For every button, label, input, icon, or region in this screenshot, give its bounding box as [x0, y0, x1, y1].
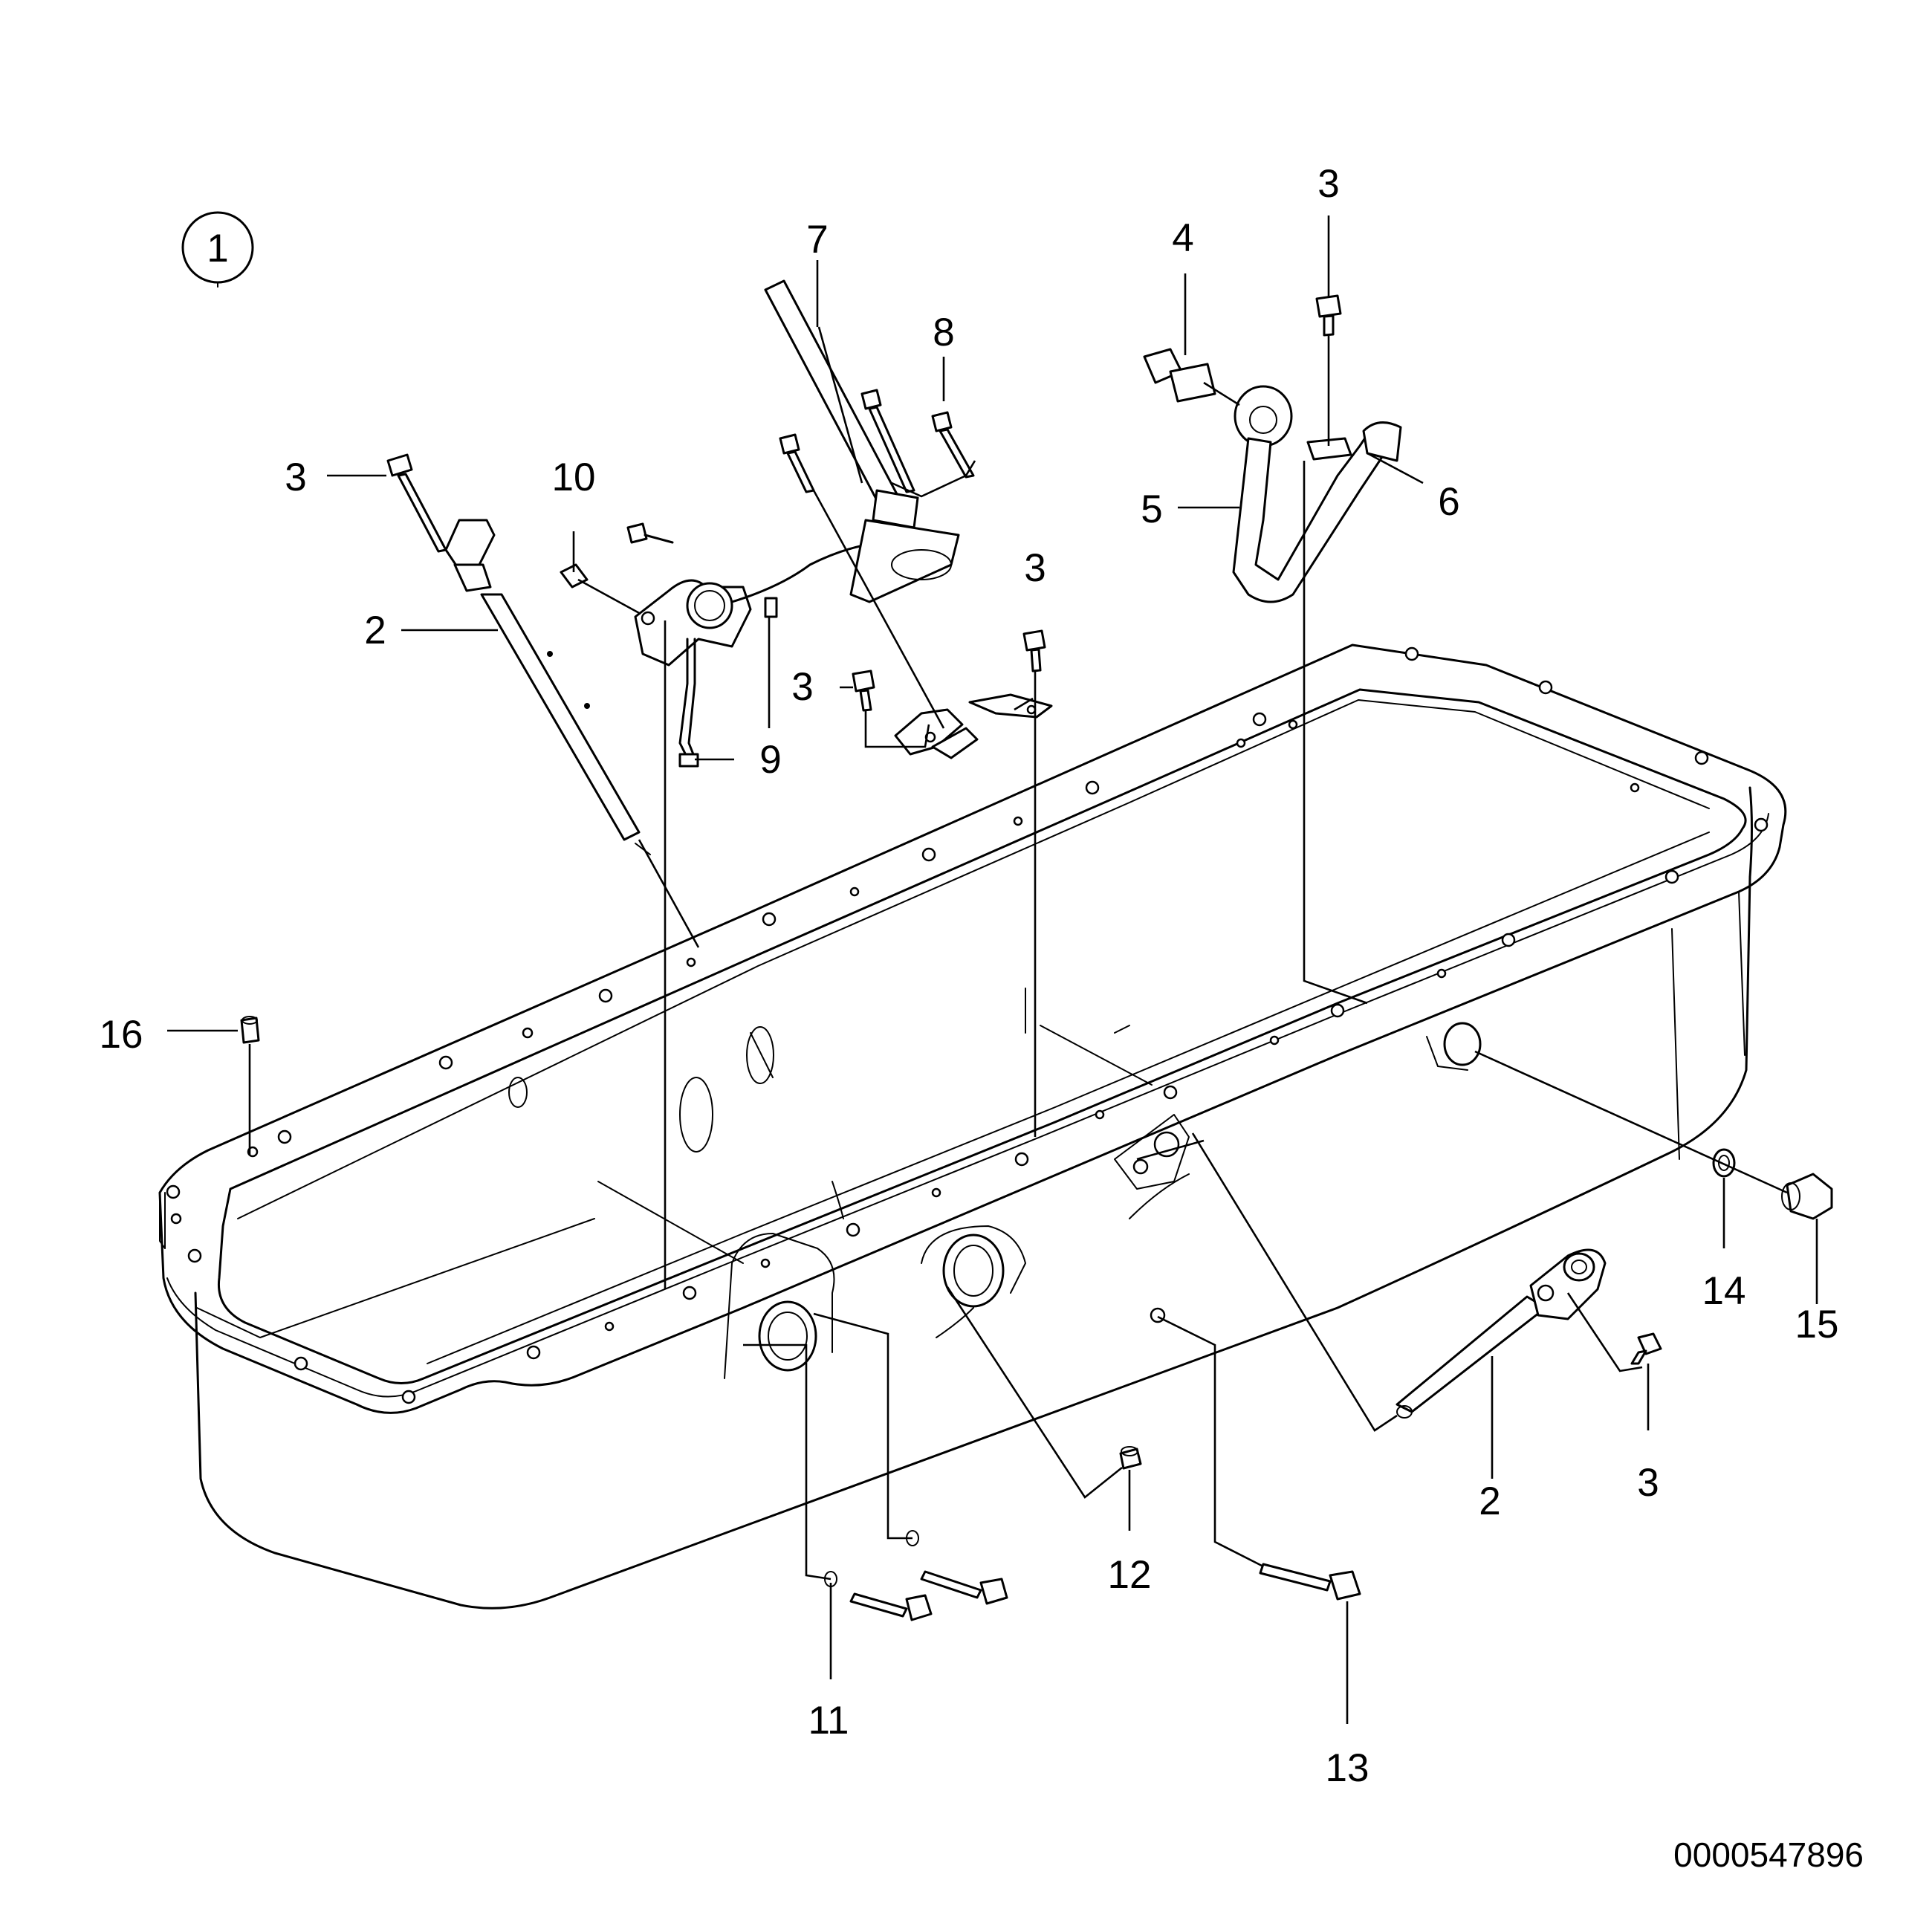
callout-labels: 3 2 10 9 7 8 3 3 4 3 5 6 16 14 15 2 3 12…: [100, 162, 1839, 1790]
oil-pan-flange-edge: [166, 813, 1769, 1398]
callout-10: 10: [552, 456, 596, 499]
flange-bolt-holes: [166, 646, 1769, 1404]
bolt-item-11-a: [906, 1530, 1008, 1605]
bolt-item-3-top: [1315, 294, 1342, 337]
oil-return-pipe: [1232, 385, 1402, 603]
callout-11: 11: [808, 1699, 849, 1743]
callout-2-dipstick: 2: [364, 609, 386, 652]
document-number: 0000547896: [1673, 1835, 1864, 1874]
callout-16: 16: [100, 1013, 143, 1057]
callout-3-top: 3: [1317, 162, 1339, 206]
callout-15: 15: [1795, 1303, 1839, 1346]
oil-pan: [158, 644, 1787, 1610]
oil-pan-flange-outer: [158, 644, 1787, 1414]
callout-8: 8: [933, 311, 954, 354]
bolt-item-3-tube: [1630, 1332, 1662, 1365]
plug-item-12: [1119, 1446, 1142, 1470]
callout-9: 9: [759, 738, 781, 782]
callout-4: 4: [1172, 216, 1193, 260]
dipstick-assembly: [444, 519, 651, 855]
bolt-item-11-b: [824, 1571, 933, 1621]
oil-suction-tube: [1395, 1248, 1607, 1419]
callout-3-bracket-left: 3: [791, 665, 813, 709]
callout-2-suction-tube: 2: [1479, 1479, 1500, 1523]
oil-pan-inner-opening: [217, 688, 1747, 1384]
callout-14: 14: [1702, 1269, 1746, 1313]
oil-level-sensor: [634, 541, 893, 768]
callout-3-bracket-right: 3: [1024, 546, 1046, 590]
callout-5: 5: [1141, 487, 1162, 531]
callout-13: 13: [1326, 1746, 1369, 1790]
callout-12: 12: [1108, 1553, 1152, 1597]
view-number: 1: [207, 227, 228, 270]
bolt-item-13: [1259, 1563, 1361, 1601]
drain-plug-item-15: [1781, 1173, 1833, 1220]
callout-3-dipstick-bolt: 3: [285, 456, 306, 499]
bolts-item-8: [779, 389, 975, 493]
callout-7: 7: [806, 218, 828, 262]
view-marker: 1: [181, 211, 254, 288]
sealing-ring-item-14: [1712, 1148, 1736, 1178]
callout-3-suction-tube-bolt: 3: [1637, 1461, 1659, 1505]
support-bracket: [894, 693, 1053, 759]
clamp-item-6: [1306, 437, 1352, 461]
bolt-item-3-dipstick: [386, 453, 447, 553]
bolt-bracket-left: [852, 670, 875, 712]
bolt-bracket-right: [1022, 629, 1046, 672]
bolt-top-left-sensor: [626, 522, 674, 544]
oil-pan-body-outline: [194, 786, 1753, 1610]
banjo-bolt-item-4: [1143, 348, 1216, 403]
leader-lines: [167, 215, 1818, 1724]
dipstick-guide-tube: [764, 279, 960, 603]
plug-item-16: [240, 1016, 260, 1044]
callout-6: 6: [1438, 480, 1459, 524]
